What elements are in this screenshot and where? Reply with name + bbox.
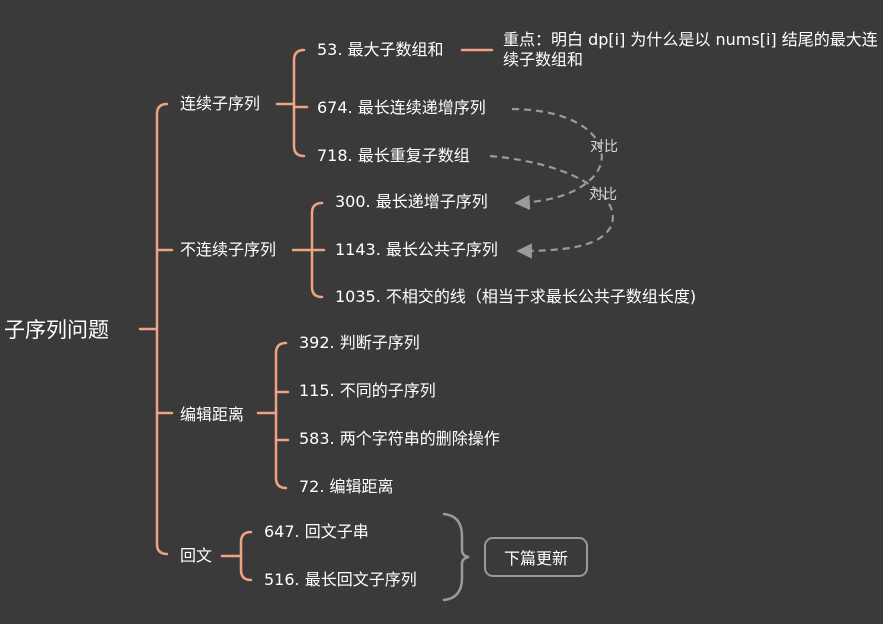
problem-1143[interactable]: 1143. 最长公共子序列 — [335, 240, 498, 259]
problem-674[interactable]: 674. 最长连续递增序列 — [317, 98, 486, 117]
summary-brace — [442, 512, 470, 602]
problem-1035[interactable]: 1035. 不相交的线（相当于求最长公共子数组长度) — [335, 287, 697, 306]
category-noncontinuous[interactable]: 不连续子序列 — [180, 240, 277, 259]
problem-300[interactable]: 300. 最长递增子序列 — [335, 192, 488, 211]
key-point-note[interactable]: 重点：明白 dp[i] 为什么是以 nums[i] 结尾的最大连续子数组和 — [503, 30, 878, 69]
summary-label: 下篇更新 — [503, 549, 568, 568]
cat4-bracket — [239, 530, 253, 582]
cat1-bracket — [292, 48, 306, 158]
problem-516[interactable]: 516. 最长回文子序列 — [264, 570, 417, 589]
relation-label-2: 对比 — [589, 187, 617, 203]
summary-box[interactable]: 下篇更新 — [484, 537, 588, 577]
category-edit-distance[interactable]: 编辑距离 — [180, 405, 245, 424]
problem-647[interactable]: 647. 回文子串 — [264, 522, 369, 541]
relation-arrow-2 — [489, 154, 614, 259]
problem-72[interactable]: 72. 编辑距离 — [299, 477, 394, 496]
root-bracket — [155, 102, 169, 556]
root-topic[interactable]: 子序列问题 — [4, 318, 109, 342]
category-continuous[interactable]: 连续子序列 — [180, 94, 261, 113]
problem-583[interactable]: 583. 两个字符串的删除操作 — [299, 429, 500, 448]
problem-718[interactable]: 718. 最长重复子数组 — [317, 146, 470, 165]
problem-392[interactable]: 392. 判断子序列 — [299, 333, 420, 352]
cat3-bracket — [274, 341, 288, 490]
problem-115[interactable]: 115. 不同的子序列 — [299, 381, 436, 400]
relation-label-1: 对比 — [590, 139, 618, 155]
relation-arrow-1 — [511, 107, 603, 211]
problem-53[interactable]: 53. 最大子数组和 — [317, 40, 444, 59]
category-palindrome[interactable]: 回文 — [180, 546, 213, 565]
